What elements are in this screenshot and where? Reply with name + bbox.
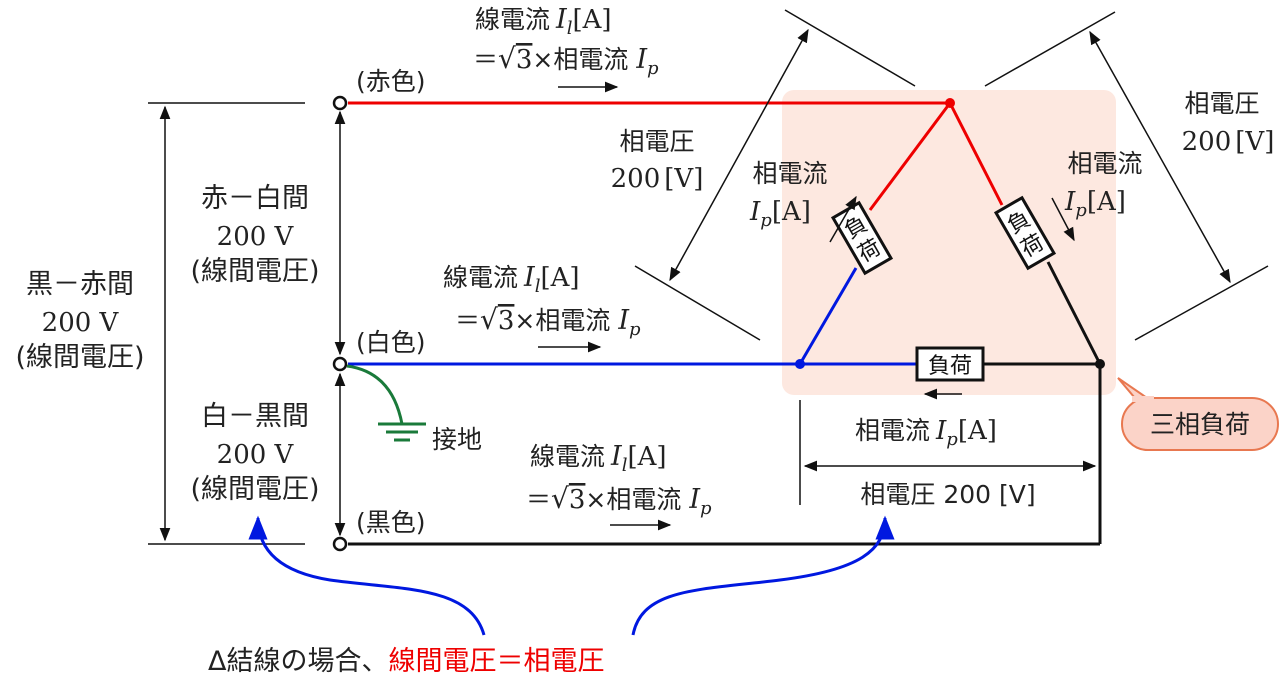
black-wire-label: (黒色) bbox=[356, 508, 426, 537]
voltage-black-red-value: 200 V bbox=[42, 308, 120, 338]
pointer-arrow-left bbox=[248, 515, 486, 636]
load-right: 負 荷 bbox=[993, 195, 1057, 271]
red-wire bbox=[348, 98, 1004, 211]
svg-text:200[V]: 200[V] bbox=[611, 164, 704, 194]
dim-phase-left bbox=[669, 28, 809, 282]
phase-voltage-right-label: 相電圧 bbox=[1184, 89, 1259, 118]
voltage-black-red-pair: 黒－赤間 bbox=[26, 269, 134, 300]
terminal-black bbox=[332, 536, 348, 552]
white-wire-label: (白色) bbox=[356, 328, 426, 357]
black-wire bbox=[348, 261, 1105, 546]
three-phase-load-callout: 三相負荷 bbox=[1117, 377, 1279, 451]
load-bottom: 負荷 bbox=[915, 346, 985, 382]
svg-text:200[V]: 200[V] bbox=[1182, 127, 1275, 157]
phase-current-left-label: 相電流 bbox=[752, 159, 827, 188]
voltage-red-white-note: (線間電圧) bbox=[190, 256, 319, 287]
phase-voltage-bottom: 相電圧 200 [V] bbox=[860, 480, 1035, 509]
voltage-white-black: 白－黒間 200 V (線間電圧) bbox=[190, 401, 319, 505]
voltage-white-black-pair: 白－黒間 bbox=[201, 401, 309, 432]
terminal-white bbox=[332, 356, 348, 372]
load-left: 負 荷 bbox=[830, 200, 894, 276]
voltage-white-black-value: 200 V bbox=[217, 440, 295, 470]
svg-text:＝√3×相電流 Ip: ＝√3×相電流 Ip bbox=[526, 482, 712, 519]
voltage-red-white-value: 200 V bbox=[217, 222, 295, 252]
load-bottom-label: 負荷 bbox=[928, 354, 972, 379]
phase-voltage-left-label: 相電圧 bbox=[619, 127, 694, 156]
callout-label: 三相負荷 bbox=[1150, 410, 1250, 439]
voltage-red-white: 赤－白間 200 V (線間電圧) bbox=[190, 183, 319, 287]
voltage-black-red-note: (線間電圧) bbox=[15, 342, 144, 373]
ground-label: 接地 bbox=[432, 425, 482, 454]
svg-text:Ip[A]: Ip[A] bbox=[749, 197, 811, 231]
load-area bbox=[782, 90, 1116, 395]
dim-phase-right bbox=[1089, 30, 1231, 284]
red-wire-label: (赤色) bbox=[356, 67, 426, 96]
phase-voltage-right: 相電圧 200[V] bbox=[1182, 89, 1275, 157]
svg-text:＝√3×相電流 Ip: ＝√3×相電流 Ip bbox=[455, 303, 641, 340]
phase-current-right: 相電流 Ip[A] bbox=[1051, 149, 1143, 242]
ground-symbol bbox=[346, 364, 426, 442]
svg-text:＝√3×相電流 Ip: ＝√3×相電流 Ip bbox=[473, 42, 659, 79]
phase-current-left: 相電流 Ip[A] bbox=[749, 159, 857, 243]
caption: Δ結線の場合、線間電圧＝相電圧 bbox=[208, 646, 604, 677]
pointer-arrow-right bbox=[631, 515, 895, 636]
terminal-red bbox=[332, 95, 348, 111]
phase-current-right-label: 相電流 bbox=[1067, 149, 1142, 178]
voltage-white-black-note: (線間電圧) bbox=[190, 474, 319, 505]
voltage-black-red: 黒－赤間 200 V (線間電圧) bbox=[15, 269, 144, 373]
white-wire bbox=[348, 267, 917, 369]
voltage-red-white-pair: 赤－白間 bbox=[201, 183, 309, 214]
svg-text:Ip[A]: Ip[A] bbox=[1064, 187, 1126, 221]
phase-voltage-left: 相電圧 200[V] bbox=[611, 127, 704, 194]
